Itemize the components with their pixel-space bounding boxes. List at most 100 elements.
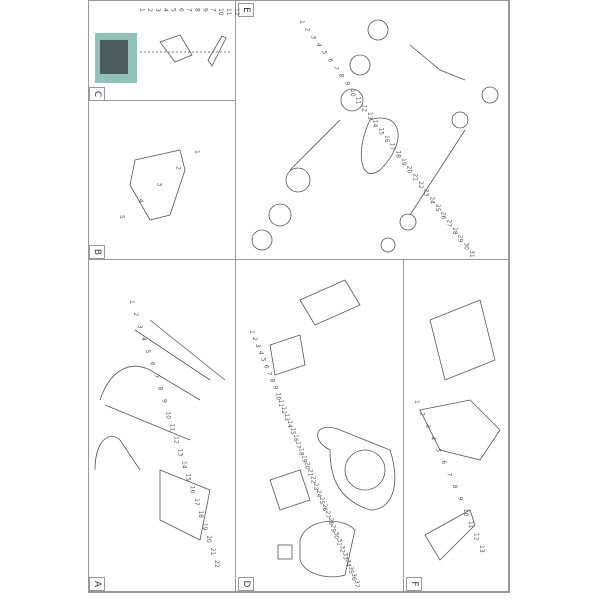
callout-a-16: 16 <box>189 486 196 494</box>
callout-d-29: 29 <box>330 524 337 532</box>
callout-e-22: 22 <box>417 181 424 189</box>
callout-c-12: 12 <box>233 8 240 16</box>
callout-d-13: 13 <box>283 413 290 421</box>
callout-d-22: 22 <box>309 476 316 484</box>
callout-a-19: 19 <box>201 523 208 531</box>
wheel-assembly-e <box>251 19 499 253</box>
bracket <box>129 149 186 221</box>
callout-e-13: 13 <box>366 112 373 120</box>
callout-e-21: 21 <box>411 173 418 181</box>
callout-a-6: 6 <box>148 362 155 366</box>
callout-d-1: 1 <box>248 330 255 334</box>
callout-d-11: 11 <box>277 399 284 407</box>
callout-d-24: 24 <box>315 490 322 498</box>
callout-d-4: 4 <box>257 351 264 355</box>
callout-d-28: 28 <box>327 518 334 526</box>
callout-a-2: 2 <box>132 312 139 316</box>
callout-d-16: 16 <box>292 434 299 442</box>
callout-b-2: 2 <box>174 166 181 170</box>
callout-c-6: 6 <box>178 8 185 12</box>
callout-f-4: 4 <box>429 436 436 440</box>
callout-d-18: 18 <box>298 448 305 456</box>
callout-a-20: 20 <box>205 535 212 543</box>
callout-d-37: 37 <box>353 580 360 588</box>
callout-f-11: 11 <box>467 521 474 529</box>
callout-f-9: 9 <box>456 497 463 501</box>
callout-c-1: 1 <box>138 8 145 12</box>
callout-d-20: 20 <box>303 462 310 470</box>
callout-d-30: 30 <box>333 531 340 539</box>
deck-assembly <box>269 279 396 578</box>
callout-e-20: 20 <box>406 166 413 174</box>
callout-f-8: 8 <box>451 485 458 489</box>
callout-f-3: 3 <box>424 424 431 428</box>
callout-a-17: 17 <box>193 498 200 506</box>
callout-a-18: 18 <box>197 510 204 518</box>
callout-d-2: 2 <box>251 337 258 341</box>
callout-a-4: 4 <box>140 337 147 341</box>
callout-d-33: 33 <box>341 552 348 560</box>
callout-d-7: 7 <box>266 372 273 376</box>
callout-b-5: 5 <box>118 215 125 219</box>
callout-d-19: 19 <box>301 455 308 463</box>
callout-a-14: 14 <box>181 461 188 469</box>
callout-e-16: 16 <box>383 135 390 143</box>
callout-a-11: 11 <box>168 424 175 432</box>
callout-e-8: 8 <box>338 74 345 78</box>
callout-f-12: 12 <box>473 533 480 541</box>
callout-e-27: 27 <box>445 219 452 227</box>
callout-d-32: 32 <box>338 545 345 553</box>
engine-body <box>100 40 128 74</box>
grass-bag <box>419 299 501 561</box>
callout-e-24: 24 <box>428 196 435 204</box>
callout-d-17: 17 <box>295 441 302 449</box>
callout-e-28: 28 <box>451 227 458 235</box>
callout-a-5: 5 <box>144 350 151 354</box>
callout-e-5: 5 <box>321 51 328 55</box>
callout-e-1: 1 <box>298 20 305 24</box>
callout-f-1: 1 <box>413 400 420 404</box>
callout-c-3: 3 <box>154 8 161 12</box>
callout-f-13: 13 <box>478 545 485 553</box>
callout-e-15: 15 <box>377 127 384 135</box>
callout-c-8: 8 <box>193 8 200 12</box>
callout-e-7: 7 <box>332 66 339 70</box>
callout-f-7: 7 <box>446 473 453 477</box>
callout-d-26: 26 <box>321 504 328 512</box>
callout-c-7: 7 <box>209 8 216 12</box>
callout-a-22: 22 <box>213 560 220 568</box>
callout-e-2: 2 <box>304 28 311 32</box>
callout-c-9: 9 <box>201 8 208 12</box>
callout-d-12: 12 <box>280 406 287 414</box>
callout-f-10: 10 <box>462 509 469 517</box>
callout-e-12: 12 <box>360 104 367 112</box>
callout-e-18: 18 <box>394 150 401 158</box>
callout-a-3: 3 <box>136 325 143 329</box>
callout-e-3: 3 <box>309 35 316 39</box>
callout-b-4: 4 <box>137 199 144 203</box>
callout-e-29: 29 <box>457 235 464 243</box>
callout-d-34: 34 <box>344 559 351 567</box>
callout-e-23: 23 <box>423 189 430 197</box>
handle-assembly <box>94 319 226 541</box>
callout-d-3: 3 <box>254 344 261 348</box>
callout-d-15: 15 <box>289 427 296 435</box>
callout-d-8: 8 <box>268 379 275 383</box>
callout-d-27: 27 <box>324 511 331 519</box>
parts-sheet <box>88 0 510 593</box>
callout-d-10: 10 <box>274 393 281 401</box>
callout-e-4: 4 <box>315 43 322 47</box>
callout-e-31: 31 <box>468 250 475 258</box>
callout-c-5: 5 <box>170 8 177 12</box>
callout-b-1: 1 <box>193 150 200 154</box>
callout-e-17: 17 <box>389 143 396 151</box>
callout-c-2: 2 <box>146 8 153 12</box>
callout-d-36: 36 <box>350 573 357 581</box>
callout-e-10: 10 <box>349 89 356 97</box>
callout-d-5: 5 <box>260 358 267 362</box>
callout-c-7: 7 <box>186 8 193 12</box>
callout-a-1: 1 <box>128 300 135 304</box>
callout-e-9: 9 <box>343 81 350 85</box>
callout-a-10: 10 <box>164 411 171 419</box>
